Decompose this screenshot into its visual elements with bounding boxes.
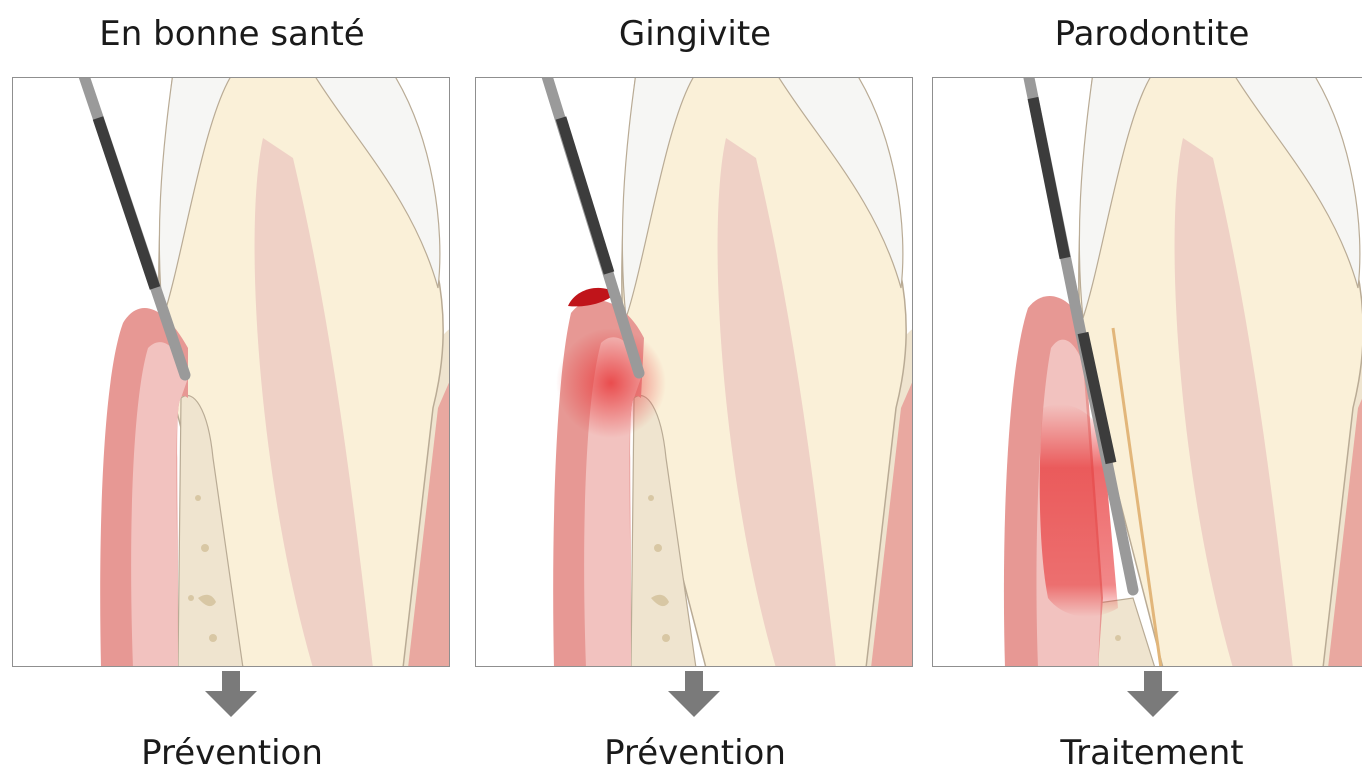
panel-gingivitis bbox=[475, 77, 913, 667]
panel-title-gingivitis: Gingivite bbox=[475, 14, 915, 54]
inflammation-area bbox=[556, 328, 666, 438]
tooth bbox=[1079, 78, 1362, 667]
panel-caption-periodontitis: Traitement bbox=[932, 733, 1362, 773]
arrow-down-icon bbox=[668, 671, 720, 717]
healthy-tooth-illustration bbox=[13, 78, 450, 667]
periodontitis-tooth-illustration bbox=[933, 78, 1362, 667]
panel-periodontitis bbox=[932, 77, 1362, 667]
panel-caption-gingivitis: Prévention bbox=[475, 733, 915, 773]
panel-healthy bbox=[12, 77, 450, 667]
panel-title-periodontitis: Parodontite bbox=[932, 14, 1362, 54]
arrow-down-icon bbox=[205, 671, 257, 717]
panel-caption-healthy: Prévention bbox=[12, 733, 452, 773]
arrow-down-icon bbox=[1127, 671, 1179, 717]
gingivitis-tooth-illustration bbox=[476, 78, 913, 667]
panel-title-healthy: En bonne santé bbox=[12, 14, 452, 54]
